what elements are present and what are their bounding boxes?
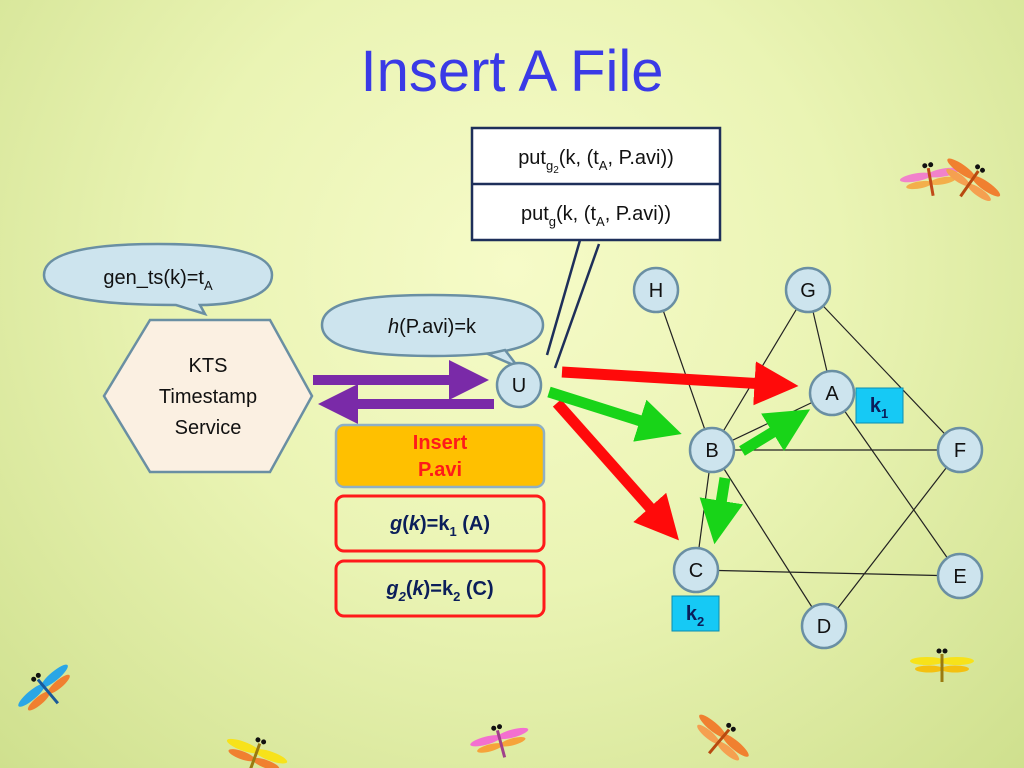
node-f-label: F bbox=[954, 440, 966, 462]
kts-line-2: Timestamp bbox=[159, 386, 257, 408]
hash-bubble-shape bbox=[320, 293, 545, 358]
gen-ts-bubble-shape bbox=[42, 242, 274, 317]
edge-h-b bbox=[655, 289, 713, 451]
kts-line-1: KTS bbox=[189, 355, 228, 377]
insert-box-frame bbox=[334, 423, 546, 489]
node-b: B bbox=[688, 426, 736, 474]
k1-tag: k1 bbox=[855, 387, 904, 424]
edge-f-d bbox=[823, 449, 961, 627]
gen-ts-bubble: gen_ts(k)=tA bbox=[42, 242, 274, 317]
node-e: E bbox=[936, 552, 984, 600]
node-d: D bbox=[800, 602, 848, 650]
b-to-c-arrow bbox=[699, 477, 744, 545]
k2-tag-box bbox=[671, 595, 720, 632]
kts-hexagon bbox=[102, 318, 314, 474]
u-to-c-arrow bbox=[552, 399, 679, 541]
k2-tag: k2 bbox=[671, 595, 720, 632]
put-row-g2: putg2(k, (tA, P.avi)) bbox=[518, 147, 674, 176]
dragonfly-icon bbox=[910, 648, 974, 682]
u-to-b-arrow bbox=[547, 386, 682, 442]
edge-g-b bbox=[711, 289, 809, 451]
node-e-label: E bbox=[953, 566, 966, 588]
graph-nodes: U H G A B F C E D bbox=[495, 266, 984, 650]
hash-bubble: h(P.avi)=k bbox=[320, 293, 545, 371]
g2-mapping-text: g2(k)=k2 (C) bbox=[385, 578, 493, 604]
node-b-label: B bbox=[705, 440, 718, 462]
g1-mapping-text: g(k)=k1 (A) bbox=[389, 513, 490, 539]
k1-tag-text: k1 bbox=[870, 395, 888, 421]
edge-c-e bbox=[695, 569, 961, 577]
hash-bubble-tail bbox=[484, 348, 522, 371]
b-to-a-arrow bbox=[739, 409, 811, 456]
put-row-g: putg(k, (tA, P.avi)) bbox=[521, 203, 671, 229]
g2-mapping-frame bbox=[334, 559, 546, 618]
k1-tag-box bbox=[855, 387, 904, 424]
node-d-label: D bbox=[817, 616, 831, 638]
dragonfly-icon bbox=[18, 664, 70, 711]
insert-line-1: Insert bbox=[413, 432, 468, 454]
dragonfly-icon bbox=[226, 737, 288, 768]
node-h-label: H bbox=[649, 280, 663, 302]
node-c-label: C bbox=[689, 560, 703, 582]
insert-box: Insert P.avi bbox=[334, 423, 546, 489]
put-link-line-2 bbox=[553, 243, 601, 369]
node-a: A bbox=[808, 369, 856, 417]
g2-mapping-box: g2(k)=k2 (C) bbox=[334, 559, 546, 618]
dragonfly-icon bbox=[470, 724, 529, 758]
dragonfly-icon bbox=[697, 714, 749, 761]
u-to-a-arrow bbox=[561, 361, 799, 406]
node-u-label: U bbox=[512, 375, 526, 397]
node-g: G bbox=[784, 266, 832, 314]
k2-tag-text: k2 bbox=[686, 603, 704, 629]
kts-service: KTS Timestamp Service bbox=[102, 318, 314, 474]
insert-line-2: P.avi bbox=[418, 459, 462, 481]
g1-mapping-box: g(k)=k1 (A) bbox=[334, 494, 546, 553]
node-f: F bbox=[936, 426, 984, 474]
node-a-label: A bbox=[825, 383, 839, 405]
kts-line-3: Service bbox=[175, 417, 242, 439]
g1-mapping-frame bbox=[334, 494, 546, 553]
put-table: putg2(k, (tA, P.avi)) putg(k, (tA, P.avi… bbox=[470, 126, 722, 242]
node-g-label: G bbox=[800, 280, 816, 302]
hash-text: h(P.avi)=k bbox=[388, 316, 477, 338]
edge-a-e bbox=[831, 392, 961, 577]
node-h: H bbox=[632, 266, 680, 314]
slide-title: Insert A File bbox=[360, 39, 664, 104]
node-u: U bbox=[495, 361, 543, 409]
edge-g-f bbox=[807, 289, 961, 451]
edge-b-d bbox=[711, 449, 825, 627]
dragonfly-icon bbox=[946, 158, 1001, 202]
node-c: C bbox=[672, 546, 720, 594]
gen-ts-text: gen_ts(k)=tA bbox=[103, 267, 213, 293]
